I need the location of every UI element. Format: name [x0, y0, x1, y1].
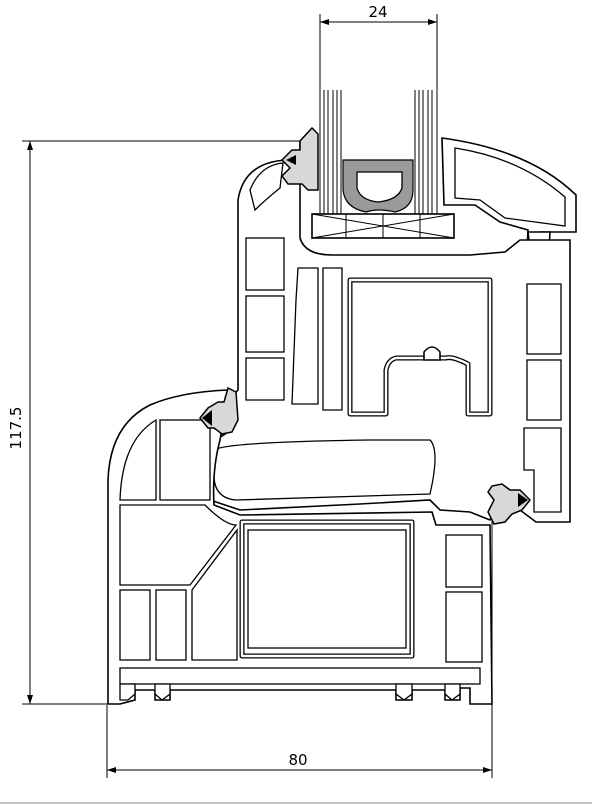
glass-pane-right — [414, 90, 438, 215]
frame-feet — [119, 683, 461, 701]
sash-chambers — [245, 162, 562, 513]
dimension-glass-width-label: 24 — [368, 3, 387, 21]
frame-chambers — [119, 418, 483, 685]
glazing-bead — [441, 137, 577, 271]
dimension-frame-depth-label: 80 — [288, 751, 307, 769]
glazing-block — [311, 213, 455, 239]
sash-profile — [209, 141, 571, 523]
dimension-total-height: 117.5 — [7, 140, 300, 705]
double-glazing — [319, 90, 438, 215]
frame-profile — [107, 389, 493, 705]
gasket-frame-inner — [487, 483, 532, 525]
dimension-frame-depth: 80 — [106, 520, 493, 778]
dimension-total-height-label: 117.5 — [7, 407, 25, 450]
gasket-glass-outer — [280, 126, 319, 191]
glass-pane-left — [319, 90, 342, 215]
gasket-sash-frame — [199, 386, 239, 435]
